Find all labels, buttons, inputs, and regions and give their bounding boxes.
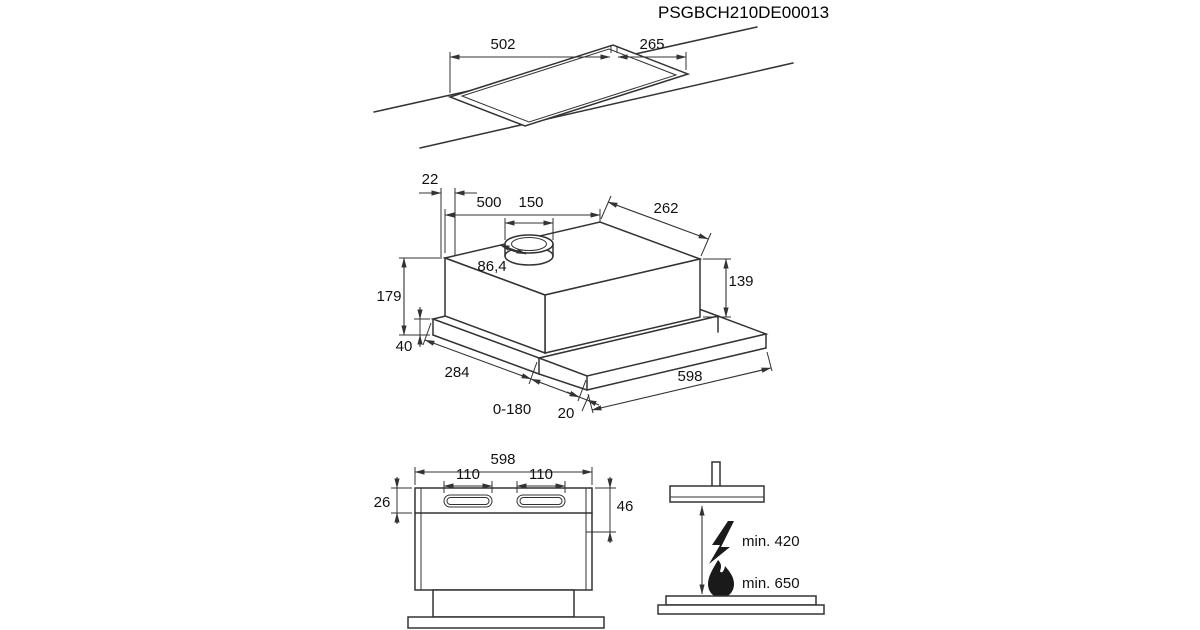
front-panel <box>414 487 593 591</box>
dim-label-cutout-width: 502 <box>490 36 515 53</box>
dim-label-slot-left: 110 <box>456 466 480 483</box>
dim-label-duct-offset: 86,4 <box>477 258 506 275</box>
lightning-icon <box>709 521 734 564</box>
clearance-view: min. 420 min. 650 <box>657 461 825 615</box>
dim-label-duct-diameter: 150 <box>518 194 543 211</box>
vent-slot-left <box>443 494 493 508</box>
dim-label-cutout-depth: 265 <box>639 36 664 53</box>
product-code: PSGBCH210DE00013 <box>658 3 829 22</box>
dim-label-slot-right: 110 <box>529 466 553 483</box>
duct-spigot <box>504 234 554 266</box>
dim-label-front-width: 598 <box>490 451 515 468</box>
dim-label-visor-height: 40 <box>396 338 413 355</box>
vent-slot-right <box>516 494 566 508</box>
body-left-face <box>444 256 546 355</box>
cooktop-symbol <box>665 595 817 606</box>
cutout-opening <box>447 44 691 127</box>
dim-label-top-depth: 262 <box>653 200 678 217</box>
pedestal <box>432 589 575 618</box>
front-view: 598 110 110 26 46 <box>374 451 634 629</box>
dim-label-pullout-range: 0-180 <box>493 401 531 418</box>
hood-symbol <box>669 485 765 503</box>
dim-label-body-height: 139 <box>728 273 753 290</box>
dim-label-body-width: 500 <box>476 194 501 211</box>
dim-label-total-height: 179 <box>376 288 401 305</box>
dim-label-bottom-depth: 284 <box>444 364 469 381</box>
iso-view: 22 500 150 262 86,4 139 179 40 <box>376 171 773 422</box>
flame-icon <box>708 560 734 598</box>
clearance-label-gas: min. 650 <box>742 575 800 592</box>
dim-label-strip-height: 26 <box>374 494 391 511</box>
cutout-view: 502 265 <box>373 26 794 149</box>
dim-label-lip-depth: 20 <box>558 405 575 422</box>
dim-label-chimney-width: 22 <box>422 171 439 188</box>
dim-label-visor-width: 598 <box>677 368 702 385</box>
base <box>407 616 605 629</box>
dim-label-visor-front-height: 46 <box>617 498 634 515</box>
clearance-label-electric: min. 420 <box>742 533 800 550</box>
